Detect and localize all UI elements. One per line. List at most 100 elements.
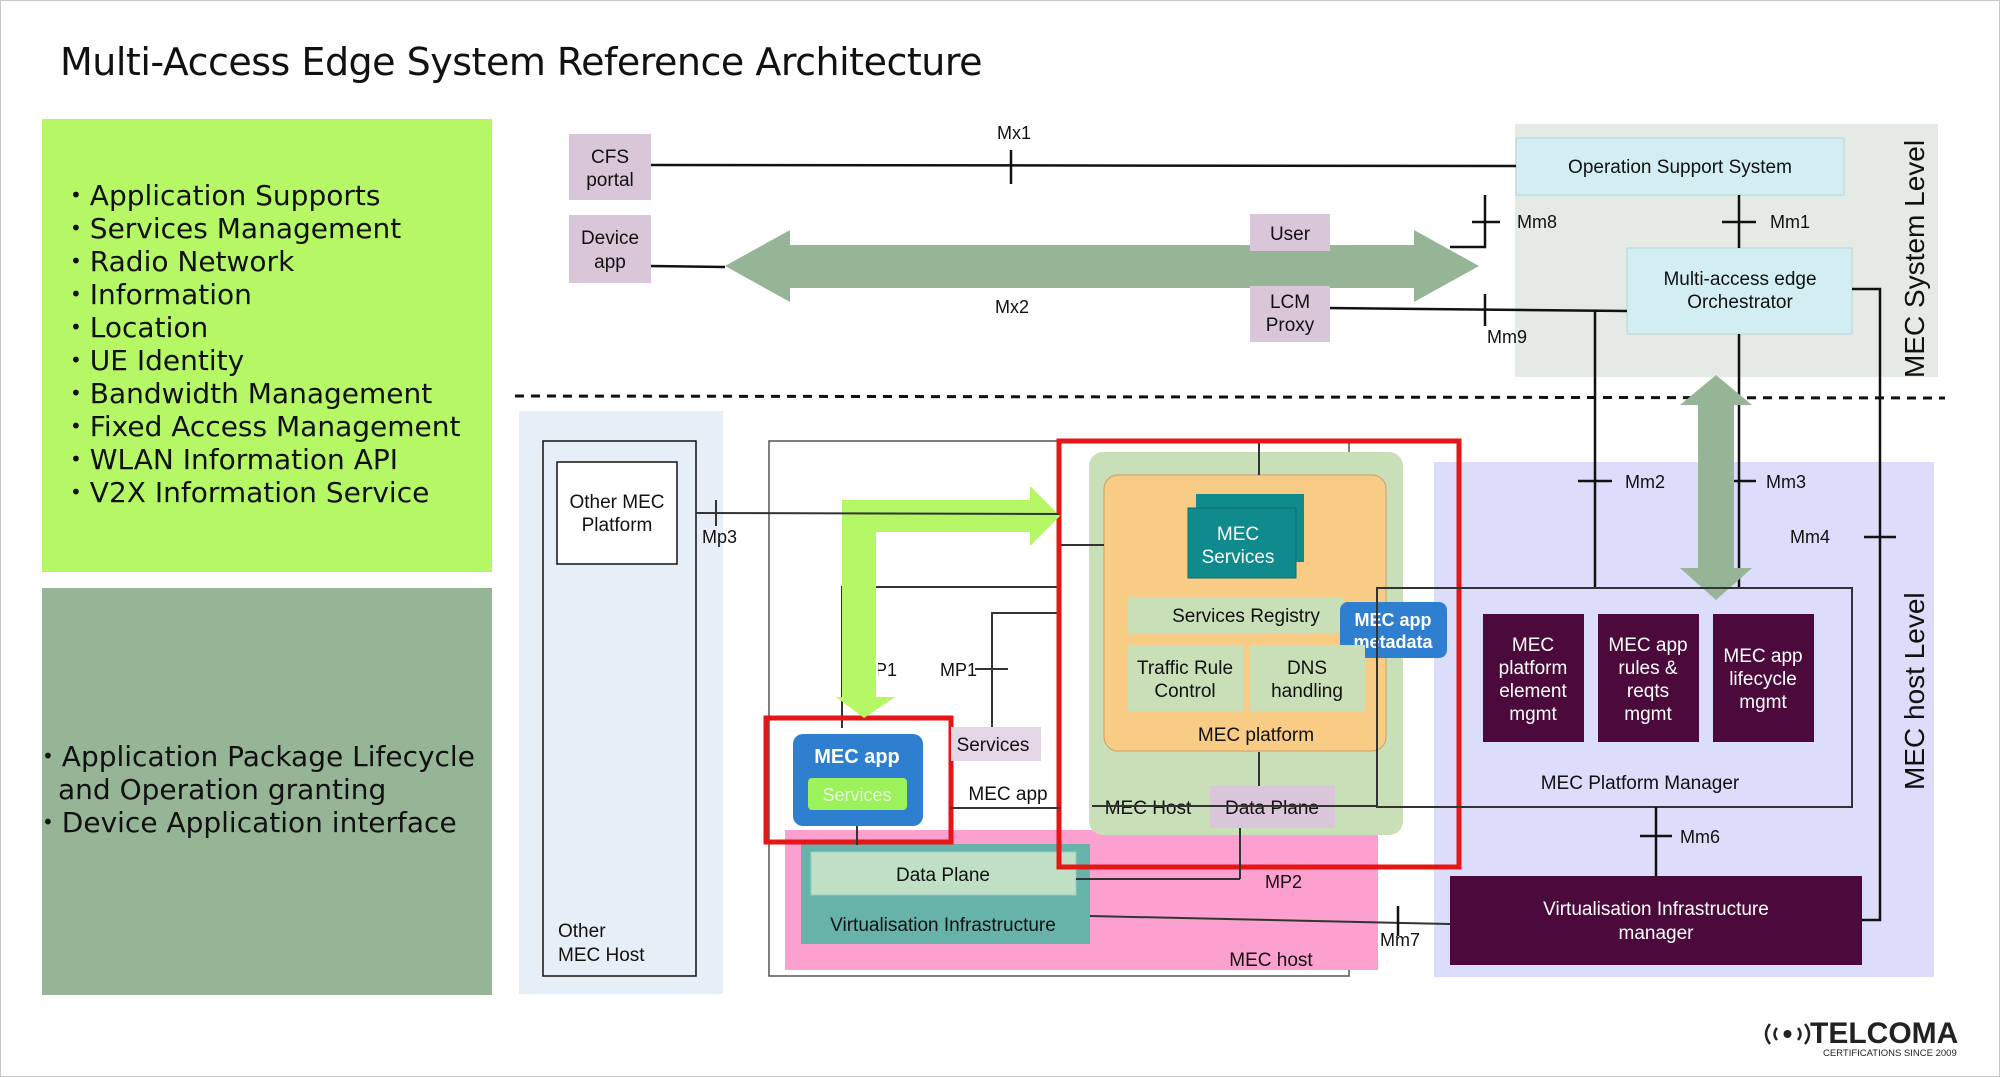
pm-box-3-line-3: mgmt [1739, 692, 1787, 713]
mec-app-metadata-label-1: MEC app [1354, 610, 1431, 630]
list-item-continuation: and Operation granting [58, 773, 387, 806]
list-item: UE Identity [70, 344, 460, 377]
telcoma-logo: TELCOMA CERTIFICATIONS SINCE 2009 [1760, 1010, 1980, 1064]
pm-box-lifecycle [1713, 614, 1814, 742]
other-mec-platform-box [556, 461, 678, 565]
pm-box-app-rules [1598, 614, 1699, 742]
device-app-label-2: app [594, 252, 626, 273]
cfs-portal-box [569, 134, 651, 200]
mm9-line [1327, 306, 1628, 313]
ref-mp3: Mp3 [702, 527, 737, 547]
other-mec-host-box [542, 440, 697, 977]
dns-box [1250, 645, 1365, 711]
list-item: Application Package Lifecycle [42, 740, 475, 773]
data-plane-box [810, 851, 1077, 896]
logo-name: TELCOMA [1810, 1017, 1958, 1050]
ref-mx1: Mx1 [997, 123, 1031, 143]
pm-box-1-line-2: platform [1499, 658, 1568, 679]
lcm-proxy-label-1: LCM [1270, 292, 1310, 313]
dns-label-2: handling [1271, 681, 1343, 702]
other-mec-host-label-2: MEC Host [558, 945, 645, 966]
pm-box-1-line-1: MEC [1512, 635, 1554, 656]
ref-mm4: Mm4 [1790, 527, 1830, 547]
ref-mm7: Mm7 [1380, 930, 1420, 950]
pm-box-2-line-1: MEC app [1608, 635, 1687, 656]
vim-label-2: manager [1619, 923, 1695, 944]
pm-box-platform-element [1483, 614, 1584, 742]
mec-services-label-2: Services [1202, 547, 1275, 568]
ref-mm2: Mm2 [1625, 472, 1665, 492]
mec-app-services-box [808, 778, 907, 810]
dns-label-1: DNS [1287, 658, 1327, 679]
api-list-panel: Application Supports Services Management… [42, 119, 492, 572]
ref-mp2: MP2 [1265, 872, 1302, 892]
mec-platform-highlight [1056, 438, 1462, 870]
mx2-arrow [725, 230, 1479, 302]
lcm-proxy-label-2: Proxy [1266, 315, 1315, 336]
orchestrator-box [1626, 247, 1853, 335]
list-item: Information [70, 278, 460, 311]
inner-data-plane-label: Data Plane [1225, 798, 1319, 819]
list-item: Device Application interface [42, 806, 475, 839]
services-tag-box [951, 727, 1041, 761]
virt-infra-label: Virtualisation Infrastructure [830, 915, 1056, 936]
other-mec-platform-label-1: Other MEC [569, 492, 664, 513]
cfs-portal-label-1: CFS [591, 147, 629, 168]
ref-mp1-b: MP1 [940, 660, 977, 680]
other-mec-platform-label-2: Platform [582, 515, 653, 536]
traffic-rule-box [1128, 645, 1243, 711]
device-app-box [569, 215, 651, 283]
services-registry-label: Services Registry [1172, 606, 1320, 627]
services-tag-label: Services [957, 735, 1030, 756]
mec-services-box [1187, 507, 1297, 579]
signal-icon [1764, 1023, 1811, 1045]
mec-app-label: MEC app [814, 746, 900, 768]
list-item: Fixed Access Management [70, 410, 461, 443]
mm4-line [1852, 287, 1882, 922]
lcm-proxy-box [1250, 286, 1330, 342]
mec-app-metadata-label-2: metadata [1353, 632, 1433, 652]
mec-services-label-1: MEC [1217, 524, 1259, 545]
mec-platform-label: MEC platform [1198, 725, 1314, 746]
oss-label: Operation Support System [1568, 157, 1792, 178]
mp3-line [695, 512, 1060, 515]
list-item: WLAN Information API [70, 443, 460, 476]
oss-box [1515, 137, 1845, 196]
pm-box-3-line-1: MEC app [1723, 646, 1802, 667]
traffic-rule-label-1: Traffic Rule [1137, 658, 1233, 679]
ref-mm6: Mm6 [1680, 827, 1720, 847]
platform-manager-label: MEC Platform Manager [1541, 773, 1740, 794]
list-item: Radio Network [70, 245, 460, 278]
pm-box-1-line-3: element [1499, 681, 1567, 702]
platform-manager-frame [1376, 587, 1853, 808]
user-box [1250, 214, 1330, 251]
pm-box-2-line-2: rules & [1618, 658, 1677, 679]
cfs-portal-label-2: portal [586, 170, 634, 191]
traffic-rule-label-2: Control [1154, 681, 1215, 702]
list-item: Services Management [70, 212, 460, 245]
page-title: Multi-Access Edge System Reference Archi… [60, 40, 983, 84]
host-level-label: MEC host Level [1899, 592, 1930, 790]
ref-mm9: Mm9 [1487, 327, 1527, 347]
logo-tagline: CERTIFICATIONS SINCE 2009 [1823, 1048, 1957, 1059]
orchestrator-label-2: Orchestrator [1687, 292, 1793, 313]
ref-mm8: Mm8 [1517, 212, 1557, 232]
pm-box-2-line-3: reqts [1627, 681, 1669, 702]
pm-box-1-line-4: mgmt [1509, 704, 1557, 725]
pm-box-3-line-2: lifecycle [1729, 669, 1797, 690]
list-item: Location [70, 311, 460, 344]
services-registry-box [1128, 597, 1344, 633]
vim-box [1450, 876, 1862, 965]
green-flow-arrow-shape [836, 486, 1060, 718]
list-item: V2X Information Service [70, 476, 460, 509]
ref-mx2: Mx2 [995, 297, 1029, 317]
other-mec-host-label-1: Other [558, 921, 606, 942]
ref-mm3: Mm3 [1766, 472, 1806, 492]
system-level-label: MEC System Level [1899, 140, 1930, 378]
pm-box-2-line-4: mgmt [1624, 704, 1672, 725]
mm-double-arrow [1680, 375, 1752, 600]
lifecycle-panel: Application Package Lifecycle and Operat… [42, 588, 492, 995]
mec-app-services-label: Services [822, 785, 891, 805]
vim-label-1: Virtualisation Infrastructure [1543, 899, 1769, 920]
